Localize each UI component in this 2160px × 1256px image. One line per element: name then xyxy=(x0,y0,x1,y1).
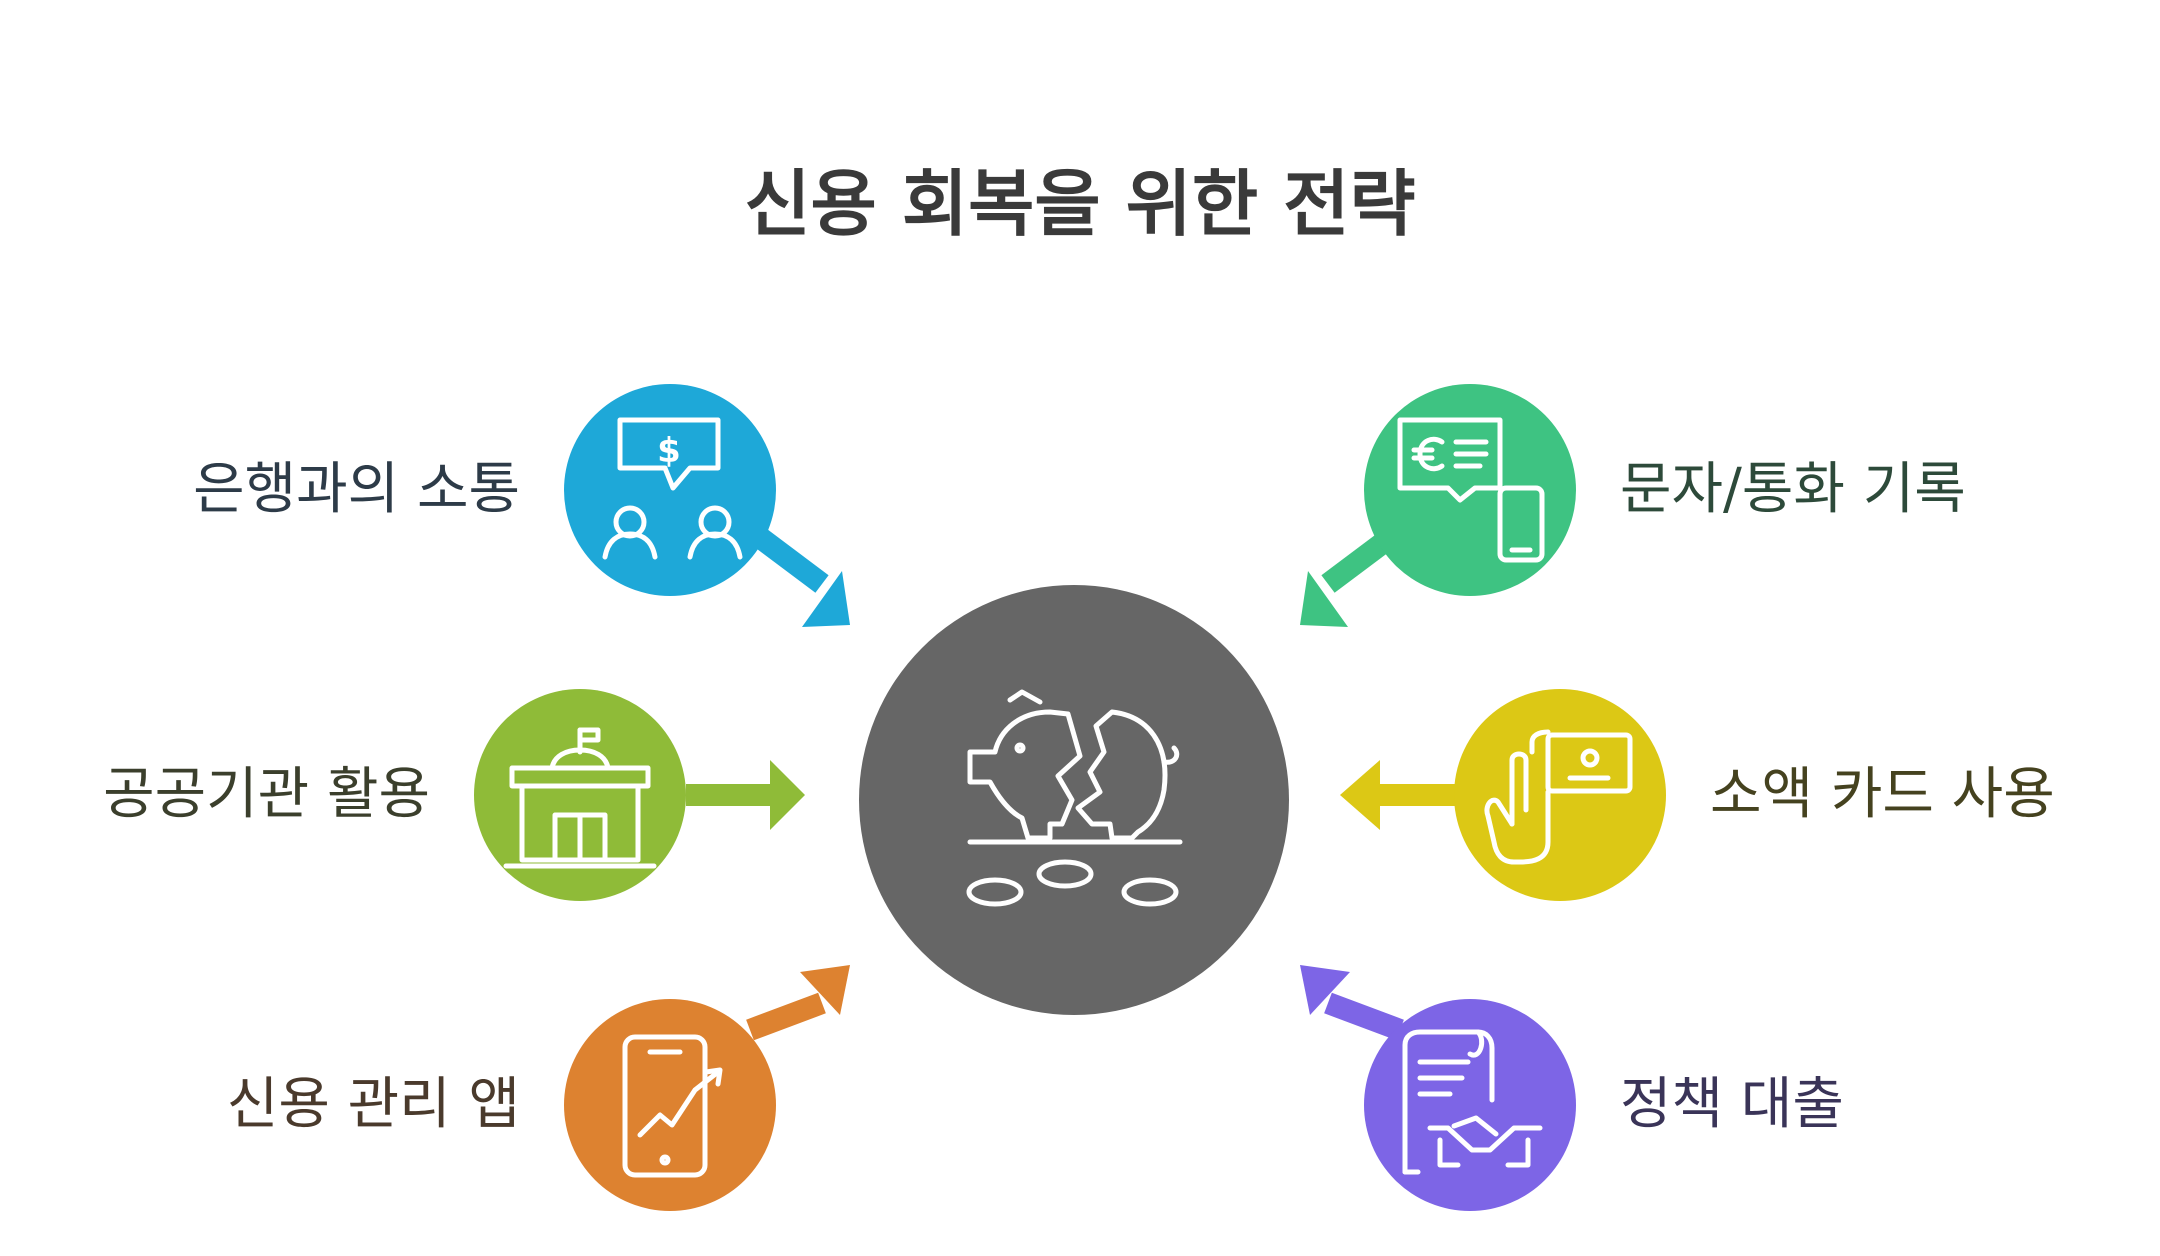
node-circle xyxy=(1364,999,1576,1211)
document-handshake-icon xyxy=(1402,1029,1543,1175)
strategy-node-bank-communication: $ xyxy=(564,384,776,596)
node-circle xyxy=(564,999,776,1211)
chat-dollar-people-icon: $ xyxy=(602,417,743,560)
diagram-title: 신용 회복을 위한 전략 xyxy=(744,162,1416,246)
label-public-institutions: 공공기관 활용 xyxy=(103,762,430,827)
strategy-node-small-card-use xyxy=(1454,689,1666,901)
strategy-node-public-institutions xyxy=(474,689,686,901)
label-policy-loan: 정책 대출 xyxy=(1620,1072,1844,1137)
label-message-call-records: 문자/통화 기록 xyxy=(1620,457,1966,522)
arrow-public-institutions xyxy=(686,760,805,830)
strategy-node-message-call-records xyxy=(1364,384,1576,596)
arrow-bank-communication xyxy=(743,521,850,627)
hand-card-icon xyxy=(1484,729,1633,865)
euro-message-phone-icon xyxy=(1397,417,1545,563)
label-bank-communication: 은행과의 소통 xyxy=(193,457,520,522)
strategy-node-policy-loan xyxy=(1364,999,1576,1211)
label-credit-app: 신용 관리 앱 xyxy=(226,1072,520,1137)
center-node xyxy=(859,585,1289,1015)
label-small-card-use: 소액 카드 사용 xyxy=(1710,762,2055,827)
node-circle xyxy=(1454,689,1666,901)
government-building-icon xyxy=(503,727,657,869)
node-circle xyxy=(564,384,776,596)
node-circle xyxy=(474,689,686,901)
arrow-small-card-use xyxy=(1340,760,1460,830)
arrow-credit-app xyxy=(746,965,850,1041)
strategy-node-credit-app xyxy=(564,999,776,1211)
smartphone-chart-icon xyxy=(622,1034,723,1178)
svg-text:$: $ xyxy=(657,431,681,471)
broken-piggy-bank-icon xyxy=(966,689,1183,907)
arrow-policy-loan xyxy=(1300,965,1404,1041)
